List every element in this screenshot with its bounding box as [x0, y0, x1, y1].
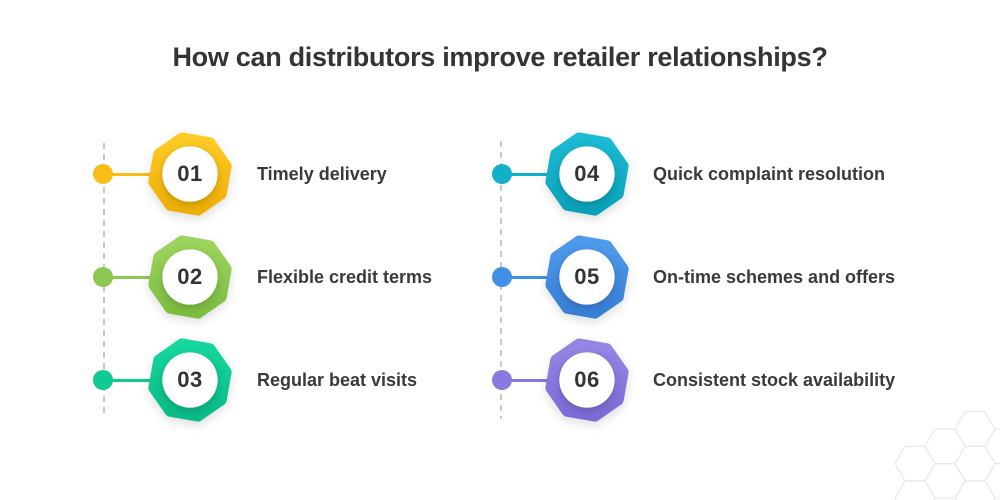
connector-line: [501, 275, 553, 279]
page-title: How can distributors improve retailer re…: [172, 42, 828, 72]
octagon-badge: 03: [148, 338, 232, 422]
octagon-icon: [545, 132, 629, 216]
octagon-badge: 01: [148, 132, 232, 216]
step-number: 01: [177, 161, 203, 186]
octagon-badge: 05: [545, 235, 629, 319]
connector-line: [102, 378, 154, 382]
octagon-badge: 02: [148, 235, 232, 319]
octagon-badge: 06: [545, 338, 629, 422]
step-label: Timely delivery: [257, 163, 387, 184]
connector-line: [501, 378, 553, 382]
step-number: 06: [574, 367, 600, 392]
step-label: Regular beat visits: [257, 369, 418, 390]
step-number: 05: [574, 264, 600, 289]
step-label: Flexible credit terms: [257, 266, 433, 287]
connector-line: [102, 172, 154, 176]
octagon-icon: [545, 338, 629, 422]
step-number: 02: [177, 264, 203, 289]
step-label: Consistent stock availability: [653, 369, 896, 390]
step-label: On-time schemes and offers: [653, 266, 896, 287]
connector-line: [102, 275, 154, 279]
step-number: 03: [177, 367, 203, 392]
octagon-icon: [545, 235, 629, 319]
octagon-icon: [148, 132, 232, 216]
octagon-icon: [148, 338, 232, 422]
step-number: 04: [574, 161, 600, 186]
octagon-badge: 04: [545, 132, 629, 216]
hexagon-pattern-decoration: [894, 411, 1000, 500]
step-label: Quick complaint resolution: [653, 163, 886, 184]
connector-line: [501, 172, 553, 176]
octagon-icon: [148, 235, 232, 319]
